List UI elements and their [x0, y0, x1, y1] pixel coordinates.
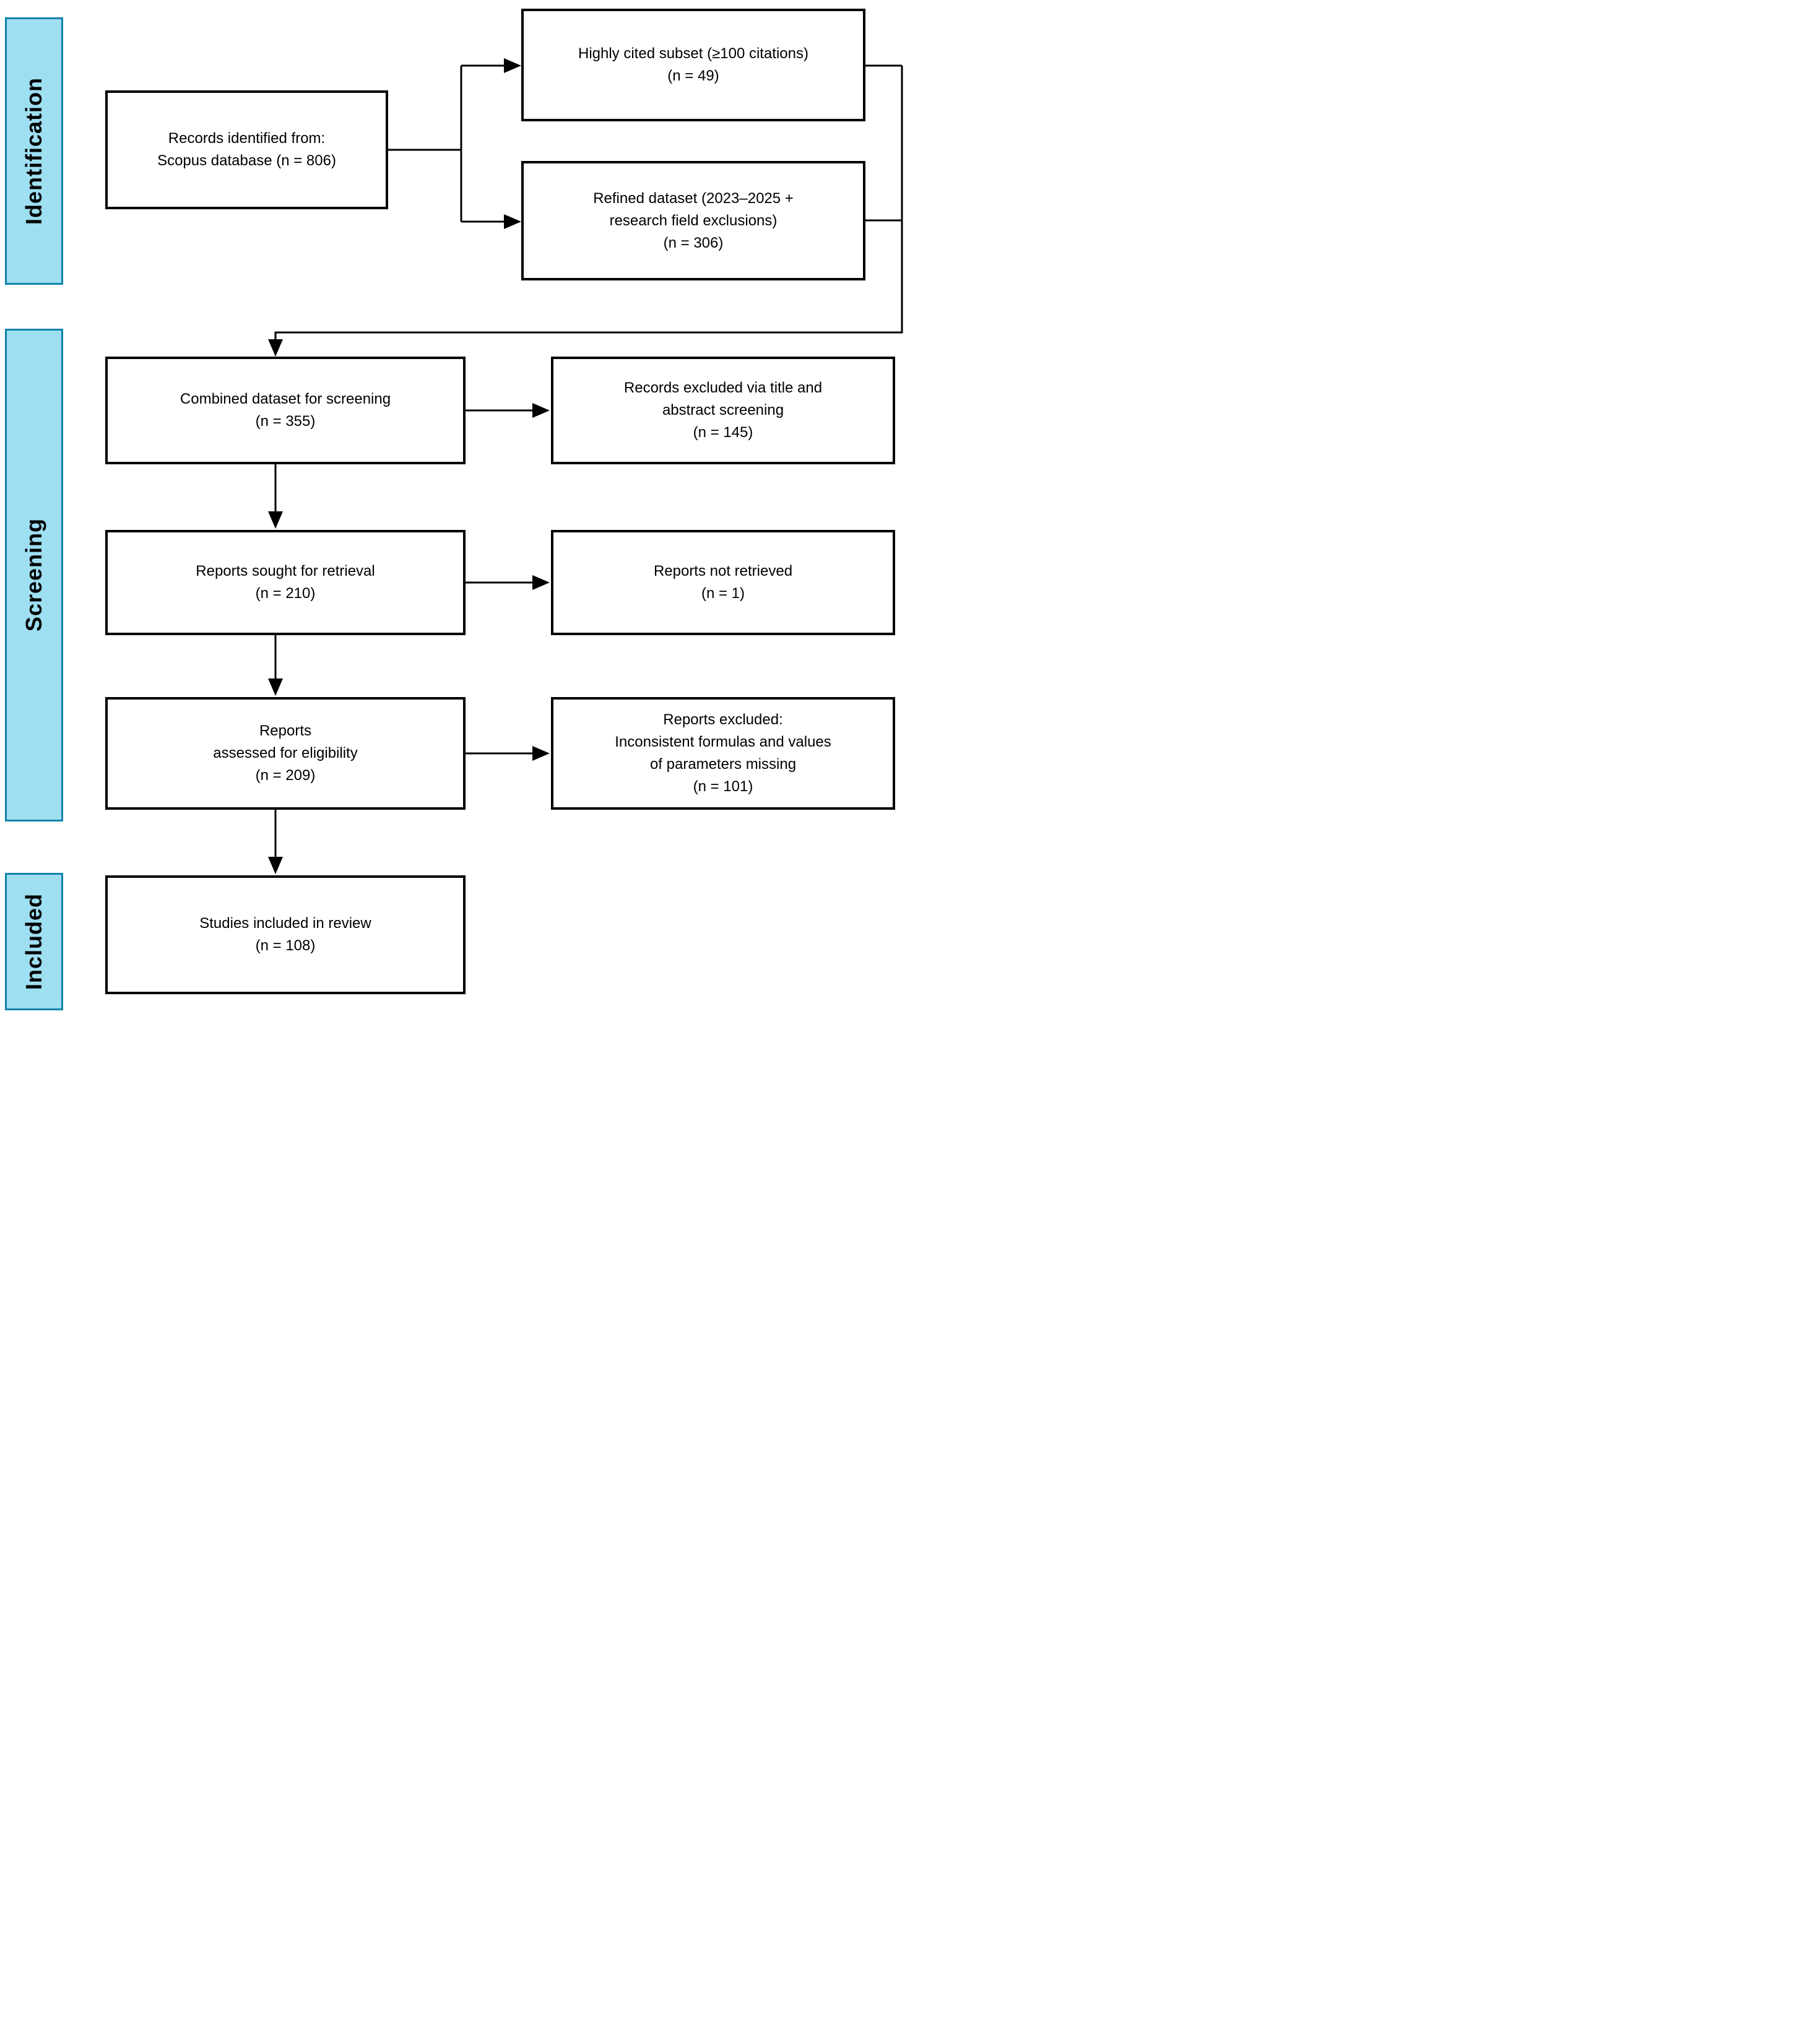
arrowhead-into-highly-cited [504, 58, 521, 73]
arrowhead-into-refined [504, 214, 521, 229]
box-text-line: (n = 209) [255, 767, 316, 784]
box-text-line: Scopus database (n = 806) [157, 152, 336, 169]
box-text-line: (n = 49) [667, 67, 719, 84]
box-text-line: Highly cited subset (≥100 citations) [578, 45, 808, 62]
node-records-identified: Records identified from: Scopus database … [105, 90, 388, 209]
stage-identification-label: Identification [21, 77, 46, 225]
box-text-line: abstract screening [662, 402, 784, 418]
box-text-line: (n = 210) [255, 585, 316, 602]
box-text-line: research field exclusions) [609, 212, 778, 229]
node-reports-sought: Reports sought for retrieval (n = 210) [105, 530, 466, 635]
prisma-flow-diagram: Identification Screening Included Record… [0, 0, 910, 1016]
stage-screening-label: Screening [21, 518, 46, 632]
box-text-line: Refined dataset (2023–2025 + [593, 189, 794, 207]
node-studies-included: Studies included in review (n = 108) [105, 875, 466, 994]
box-text-line: Reports sought for retrieval [196, 563, 375, 579]
node-reports-excluded: Reports excluded: Inconsistent formulas a… [551, 697, 895, 810]
node-refined-dataset: Refined dataset (2023–2025 + research fie… [521, 161, 865, 280]
node-reports-assessed: Reports assessed for eligibility (n = 209) [105, 697, 466, 810]
box-text-line: Reports [259, 722, 312, 739]
box-text-line: Inconsistent formulas and values [615, 734, 831, 750]
node-combined-dataset: Combined dataset for screening (n = 355) [105, 357, 466, 464]
box-text-line: (n = 101) [693, 778, 753, 795]
box-text-line: (n = 145) [693, 424, 753, 441]
box-text-line: (n = 355) [255, 413, 316, 430]
arrowhead-into-not-retrieved [532, 575, 550, 590]
stage-identification: Identification [5, 17, 63, 285]
box-text-line: assessed for eligibility [213, 745, 358, 761]
arrowhead-into-studies [268, 857, 283, 874]
box-text-line: Combined dataset for screening [180, 391, 391, 407]
box-text-line: Records identified from: [168, 130, 326, 147]
stage-included-label: Included [21, 893, 46, 990]
box-text-line: Reports not retrieved [653, 563, 793, 579]
stage-screening: Screening [5, 329, 63, 821]
arrowhead-into-records-excluded [532, 403, 550, 418]
node-highly-cited-subset: Highly cited subset (≥100 citations) (n =… [521, 9, 865, 121]
box-text-line: (n = 306) [663, 234, 724, 251]
arrowhead-into-sought [268, 511, 283, 529]
arrowhead-into-assessed [268, 678, 283, 696]
arrowhead-into-combined [268, 339, 283, 357]
box-text-line: of parameters missing [649, 756, 797, 773]
box-text-line: (n = 108) [255, 937, 316, 954]
box-text-line: Reports excluded: [663, 711, 783, 728]
box-text-line: Studies included in review [199, 915, 371, 932]
box-text-line: (n = 1) [701, 585, 745, 602]
arrowhead-into-reports-excluded [532, 746, 550, 761]
node-records-excluded: Records excluded via title and abstract s… [551, 357, 895, 464]
box-text-line: Records excluded via title and [623, 379, 823, 396]
stage-included: Included [5, 873, 63, 1010]
node-reports-not-retrieved: Reports not retrieved (n = 1) [551, 530, 895, 635]
